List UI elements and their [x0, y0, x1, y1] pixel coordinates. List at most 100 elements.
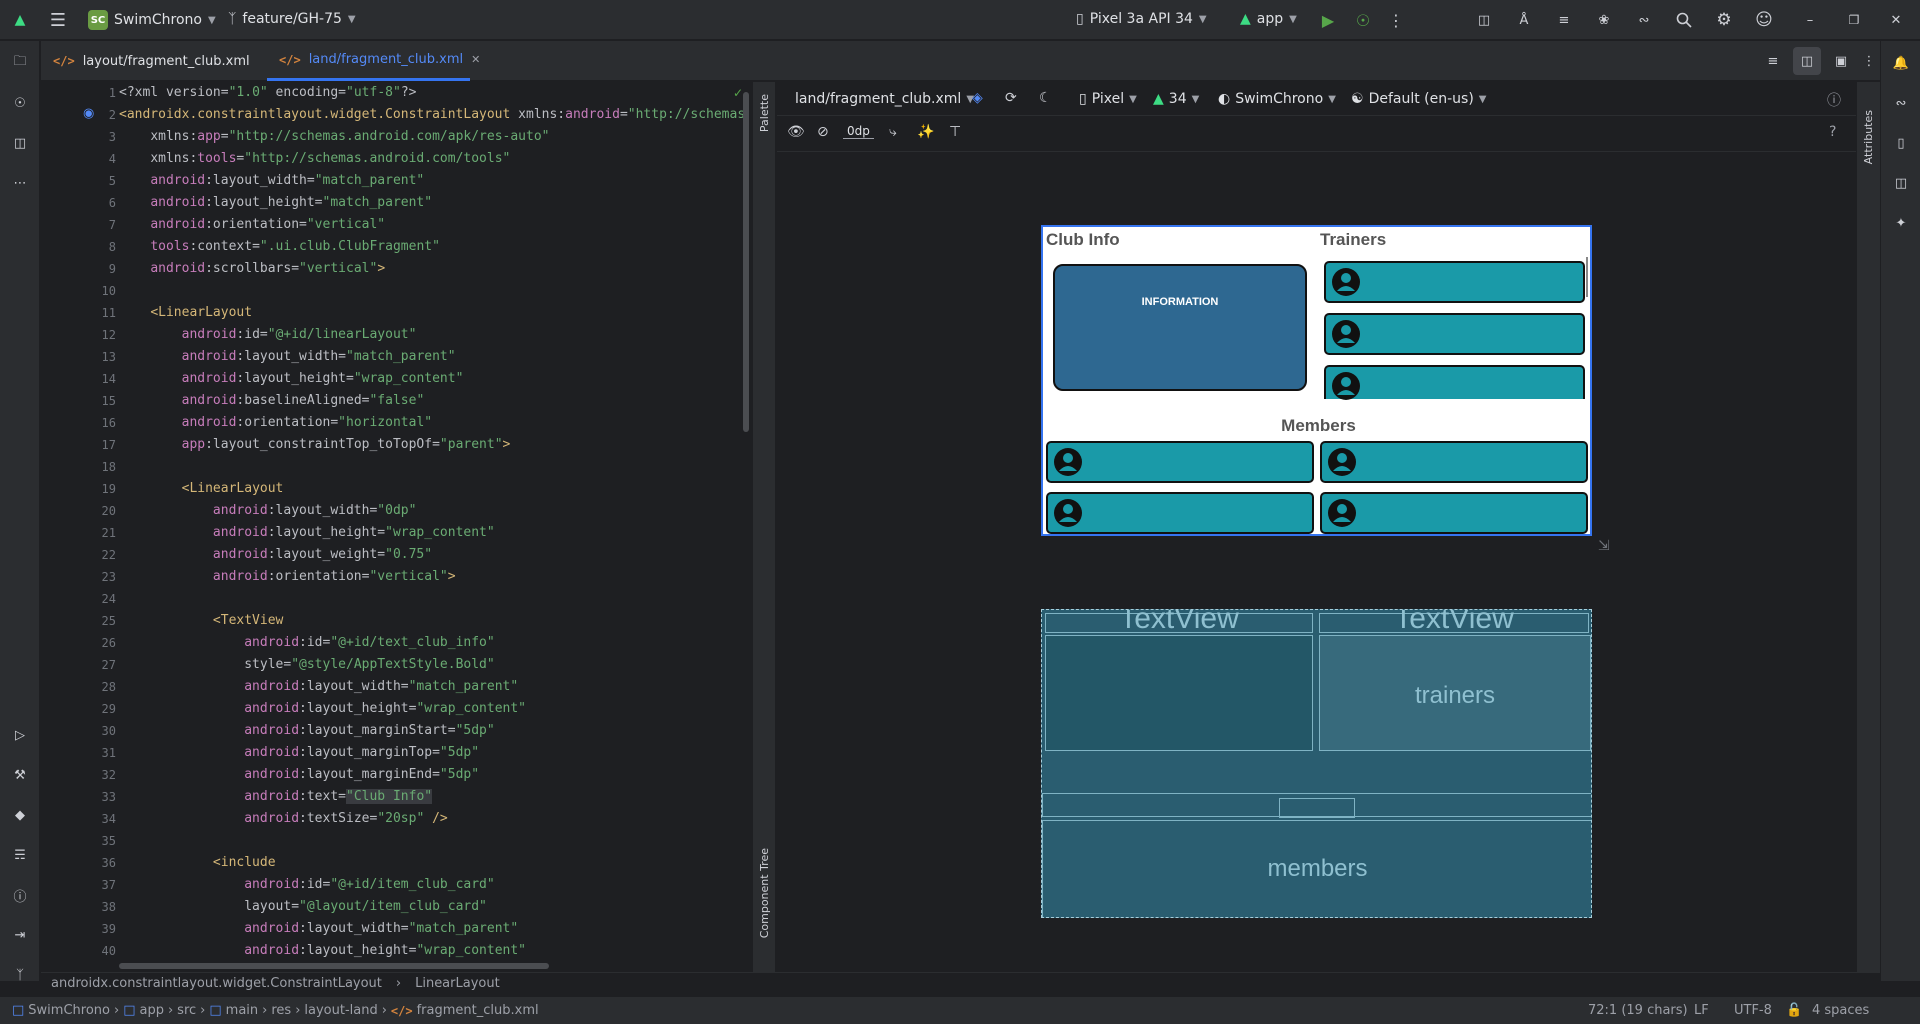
chevron-down-icon: ▼	[1191, 93, 1200, 105]
close-window-icon[interactable]: ✕	[1890, 12, 1902, 28]
design-preview[interactable]: Club Info Trainers INFORMATION Members	[1041, 225, 1592, 536]
search-icon[interactable]	[1670, 6, 1698, 34]
tab-more-icon[interactable]: ⋮	[1862, 53, 1876, 69]
editor-horizontal-scrollbar[interactable]	[119, 963, 549, 969]
more-tools-icon[interactable]: ⋯	[13, 175, 27, 191]
device-explorer-icon[interactable]: ▯	[1897, 135, 1905, 151]
gradle-tool-icon[interactable]: ∾	[1895, 95, 1907, 111]
component-tree-tab[interactable]: Component Tree	[758, 848, 771, 939]
trainer-card	[1324, 261, 1585, 303]
build-icon[interactable]: ⚒	[14, 767, 26, 783]
commit-icon[interactable]: ☉	[14, 95, 26, 111]
gemini-sparkle-icon[interactable]: ✦	[1895, 215, 1907, 231]
path-item[interactable]: layout-land	[304, 1003, 378, 1018]
default-margin-field[interactable]: 0dp	[843, 124, 874, 139]
editor-vertical-scrollbar[interactable]	[743, 92, 749, 432]
theme-dropdown[interactable]: ◐ SwimChrono ▼	[1218, 91, 1336, 107]
path-item[interactable]: src	[177, 1003, 197, 1018]
gradle-icon[interactable]: ∾	[1638, 12, 1650, 28]
run-icon[interactable]: ▶	[1321, 10, 1335, 30]
layout-file-selector[interactable]: land/fragment_club.xml ▼	[795, 91, 974, 107]
run-tool-icon[interactable]: ▷	[15, 727, 25, 743]
account-icon[interactable]: ☺	[1755, 10, 1773, 30]
project-folder-icon[interactable]: 🗀	[13, 54, 27, 69]
branch-selector[interactable]: ᛉ feature/GH-75 ▼	[228, 11, 356, 27]
blueprint-trainers-list[interactable]	[1319, 635, 1591, 751]
settings-gear-icon[interactable]: ⚙	[1716, 10, 1732, 30]
breadcrumb-separator-icon: ›	[200, 1003, 206, 1018]
blueprint-club-card[interactable]	[1045, 635, 1313, 751]
no-problems-check-icon[interactable]: ✓	[733, 86, 744, 100]
path-item[interactable]: SwimChrono	[28, 1003, 110, 1018]
tab-layout-fragment-club[interactable]: </> layout/fragment_club.xml	[41, 41, 267, 81]
path-item[interactable]: app	[139, 1003, 164, 1018]
gem-icon[interactable]: ◆	[15, 807, 25, 823]
line-separator[interactable]: LF	[1694, 1003, 1709, 1018]
night-mode-icon[interactable]: ☾	[1039, 90, 1052, 106]
indent-setting[interactable]: 4 spaces	[1812, 1003, 1869, 1018]
blueprint-members-textview[interactable]	[1279, 798, 1355, 818]
split-view-icon[interactable]: ◫	[1793, 47, 1821, 75]
notifications-bell-icon[interactable]: 🔔	[1892, 55, 1910, 71]
code-line: <androidx.constraintlayout.widget.Constr…	[119, 107, 746, 122]
xml-file-icon: </>	[390, 1003, 413, 1018]
design-surface-icon[interactable]: ◈	[972, 90, 983, 106]
path-item[interactable]: fragment_club.xml	[416, 1003, 539, 1018]
app-inspection-icon[interactable]: ☴	[14, 847, 26, 863]
breadcrumb-item[interactable]: LinearLayout	[415, 976, 500, 991]
blueprint-textview-box[interactable]	[1045, 613, 1313, 633]
palette-tab[interactable]: Palette	[758, 94, 771, 133]
gutter-marker-icon[interactable]: ◉	[83, 106, 95, 121]
project-selector[interactable]: SC SwimChrono ▼	[88, 10, 216, 30]
logcat-icon[interactable]: ≡	[1558, 12, 1570, 28]
file-encoding[interactable]: UTF-8	[1734, 1003, 1772, 1018]
trainer-card	[1324, 313, 1585, 355]
device-manager-icon[interactable]: ◫	[1477, 12, 1491, 28]
close-tab-icon[interactable]: ✕	[471, 53, 481, 66]
view-options-eye-icon[interactable]: 👁	[787, 124, 805, 140]
more-actions-icon[interactable]: ⋮	[1388, 10, 1404, 30]
run-config-selector[interactable]: ▲ app ▼	[1240, 11, 1297, 27]
trainers-scrollbar[interactable]	[1586, 257, 1588, 297]
path-item[interactable]: main	[225, 1003, 259, 1018]
code-text[interactable]: <?xml version="1.0" encoding="utf-8"?> <…	[119, 82, 749, 972]
guidelines-icon[interactable]: ⊤	[949, 124, 962, 140]
help-icon[interactable]: ?	[1829, 124, 1837, 140]
blueprint-members-list[interactable]	[1042, 820, 1591, 917]
api-dropdown[interactable]: ▲ 34 ▼	[1153, 91, 1199, 107]
issues-info-icon[interactable]: ⓘ	[1827, 93, 1841, 109]
translate-icon[interactable]: Å	[1519, 12, 1529, 28]
minimize-icon[interactable]: –	[1806, 12, 1814, 28]
resource-manager-icon[interactable]: ◫	[13, 135, 27, 151]
attributes-tab[interactable]: Attributes	[1862, 110, 1875, 165]
chevron-down-icon: ▼	[1478, 93, 1487, 105]
plugin-icon[interactable]: ❀	[1598, 12, 1610, 28]
clear-constraints-icon[interactable]: ⤷	[889, 124, 897, 140]
blueprint-textview-box[interactable]	[1319, 613, 1589, 633]
code-line: android:layout_width="match_parent"	[150, 173, 425, 188]
clipboard-icon[interactable]: ◫	[1894, 175, 1908, 191]
design-view-icon[interactable]: ▣	[1834, 53, 1848, 69]
infer-constraints-icon[interactable]: ✨	[917, 124, 935, 140]
code-view-icon[interactable]: ≡	[1767, 53, 1779, 69]
blueprint-view[interactable]: TextView TextView trainers members	[1041, 609, 1592, 918]
orientation-icon[interactable]: ⟳	[1005, 90, 1017, 106]
device-dropdown[interactable]: ▯ Pixel ▼	[1079, 91, 1137, 107]
terminal-icon[interactable]: ⇥	[14, 927, 26, 943]
autoconnect-icon[interactable]: ⊘	[817, 124, 829, 140]
git-icon[interactable]: ᛉ	[16, 967, 24, 983]
locale-dropdown[interactable]: ☯ Default (en-us) ▼	[1351, 91, 1487, 107]
path-item[interactable]: res	[271, 1003, 292, 1018]
device-selector[interactable]: ▯ Pixel 3a API 34 ▼	[1076, 11, 1207, 27]
problems-icon[interactable]: ⓘ	[13, 889, 27, 905]
main-menu-icon[interactable]: ☰	[49, 9, 67, 31]
tab-land-fragment-club[interactable]: </> land/fragment_club.xml ✕	[267, 41, 480, 81]
blueprint-members-header[interactable]	[1042, 793, 1591, 817]
breadcrumb-item[interactable]: androidx.constraintlayout.widget.Constra…	[51, 976, 382, 991]
readonly-lock-icon[interactable]: 🔓	[1786, 1003, 1803, 1018]
debug-icon[interactable]: ☉	[1355, 10, 1371, 30]
resize-handle-icon[interactable]: ⇲	[1598, 538, 1610, 554]
restore-icon[interactable]: ❐	[1848, 13, 1860, 27]
cursor-position[interactable]: 72:1 (19 chars)	[1588, 1003, 1688, 1018]
